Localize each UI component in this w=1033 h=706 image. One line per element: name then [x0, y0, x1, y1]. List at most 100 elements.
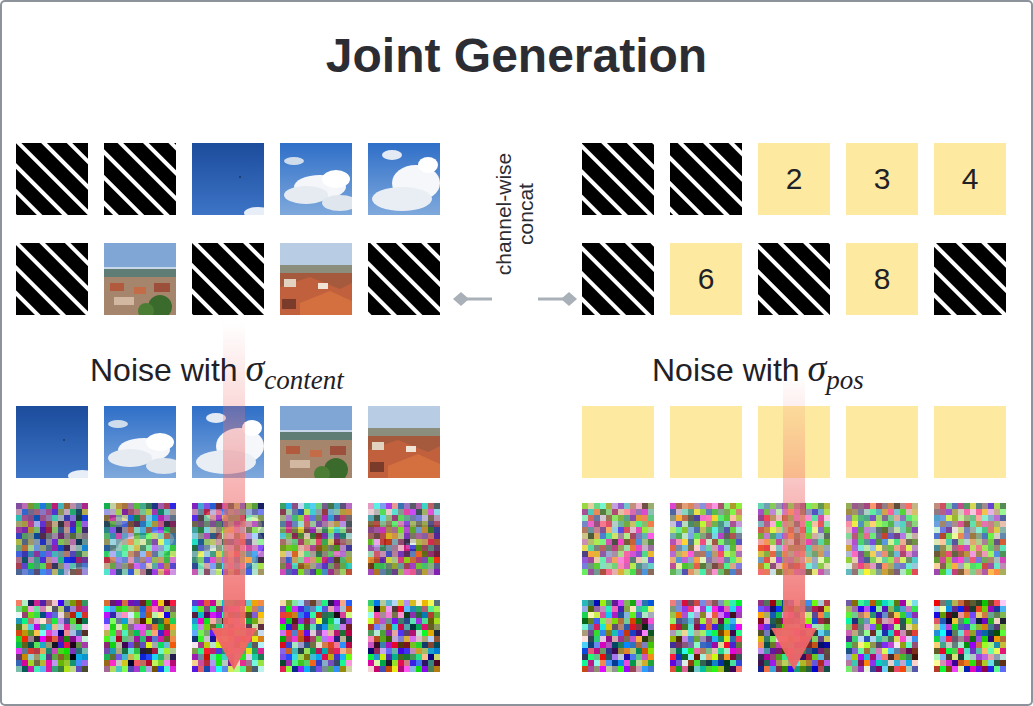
noise-pixel [22, 509, 28, 515]
noise-pixel [146, 666, 152, 672]
noise-pixel [122, 660, 128, 666]
noise-pixel [246, 569, 252, 575]
noise-pixel [682, 527, 688, 533]
image-patch [368, 503, 440, 575]
noise-pixel [340, 521, 346, 527]
noise-pixel [240, 660, 246, 666]
noise-pixel [700, 600, 706, 606]
noise-pixel [416, 527, 422, 533]
noise-pixel [64, 551, 70, 557]
noise-pixel [374, 660, 380, 666]
noise-pixel [398, 600, 404, 606]
noise-pixel [204, 509, 210, 515]
noise-pixel [16, 563, 22, 569]
noise-pixel [422, 527, 428, 533]
noise-pixel [694, 654, 700, 660]
noise-pixel [636, 521, 642, 527]
noise-pixel [122, 636, 128, 642]
noise-pixel [404, 642, 410, 648]
noise-pixel [76, 606, 82, 612]
noise-pixel [582, 551, 588, 557]
noise-pixel [380, 624, 386, 630]
noise-pixel [134, 569, 140, 575]
noise-pixel [170, 551, 176, 557]
noise-pixel [648, 569, 654, 575]
noise-pixel [58, 606, 64, 612]
noise-pixel [368, 563, 374, 569]
noise-pixel [22, 569, 28, 575]
noise-pixel [676, 654, 682, 660]
noise-pixel [422, 606, 428, 612]
noise-pixel [730, 563, 736, 569]
noise-pixel [152, 563, 158, 569]
noise-pixel [404, 527, 410, 533]
noise-pixel [700, 606, 706, 612]
noise-pixel [428, 660, 434, 666]
noise-pixel [116, 660, 122, 666]
noise-pixel [588, 503, 594, 509]
noise-pixel [310, 533, 316, 539]
noise-pixel [700, 557, 706, 563]
image-patch [104, 503, 182, 575]
noise-pixel [648, 533, 654, 539]
noise-pixel [676, 533, 682, 539]
noise-pixel [204, 654, 210, 660]
noise-pixel [64, 630, 70, 636]
noise-pixel [334, 636, 340, 642]
noise-pixel [252, 618, 258, 624]
noise-pixel [340, 618, 346, 624]
noise-pixel [46, 612, 52, 618]
noise-pixel [216, 606, 222, 612]
noise-pixel [624, 606, 630, 612]
noise-pixel [116, 515, 122, 521]
noise-pixel [58, 533, 64, 539]
noise-pixel [328, 533, 334, 539]
noise-pixel [618, 551, 624, 557]
noise-pixel [34, 618, 40, 624]
noise-pixel [606, 557, 612, 563]
noise-pixel [40, 503, 46, 509]
noise-pixel [122, 533, 128, 539]
noise-pixel [630, 666, 636, 672]
noise-pixel [116, 545, 122, 551]
noise-pixel [636, 666, 642, 672]
noise-pixel [694, 503, 700, 509]
noise-pixel [316, 533, 322, 539]
noise-pixel [204, 539, 210, 545]
noise-pixel [606, 515, 612, 521]
noise-pixel [636, 557, 642, 563]
noise-pixel [410, 569, 416, 575]
noise-pixel [392, 618, 398, 624]
noise-pixel [642, 618, 648, 624]
noise-pixel [328, 636, 334, 642]
masked-patch [934, 243, 1006, 315]
noise-pixel [40, 660, 46, 666]
noise-pixel [334, 666, 340, 672]
noise-pixel [104, 521, 110, 527]
noise-pixel [582, 636, 588, 642]
noise-pixel [422, 666, 428, 672]
noise-pixel [594, 521, 600, 527]
noise-pixel [392, 630, 398, 636]
noise-pixel [648, 563, 654, 569]
noise-pixel [280, 545, 286, 551]
noise-pixel [252, 545, 258, 551]
noise-pixel [82, 563, 88, 569]
noise-pixel [600, 630, 606, 636]
noise-pixel [158, 539, 164, 545]
noise-pixel [724, 521, 730, 527]
noise-pixel [22, 600, 28, 606]
masked-patch [192, 243, 264, 315]
noise-pixel [346, 630, 352, 636]
noise-pixel [110, 503, 116, 509]
noise-pixel [82, 642, 88, 648]
noise-pixel [310, 527, 316, 533]
noise-pixel [688, 648, 694, 654]
noise-pixel [104, 648, 110, 654]
noise-pixel [706, 545, 712, 551]
noise-pixel [286, 666, 292, 672]
noise-pixel [398, 618, 404, 624]
noise-pixel [146, 533, 152, 539]
noise-pixel [612, 545, 618, 551]
noise-pixel [340, 509, 346, 515]
